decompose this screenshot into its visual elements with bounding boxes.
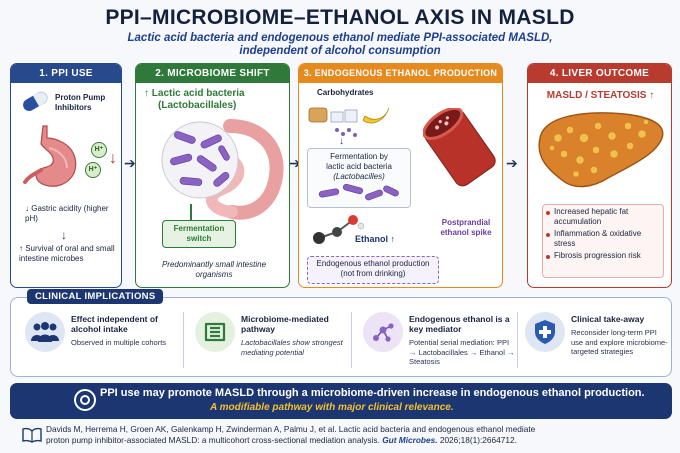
masld-outcome-label: MASLD / STEATOSIS ↑ xyxy=(546,90,655,101)
target-icon-inner xyxy=(80,395,90,405)
implication-item-4: Clinical take-away Reconsider long-term … xyxy=(525,312,671,372)
panel-endogenous-ethanol: 3. ENDOGENOUS ETHANOL PRODUCTION Carbohy… xyxy=(298,63,503,288)
bacteria-subtitle: (Lactobacillales) xyxy=(158,100,237,111)
divider xyxy=(517,312,518,368)
ferment-line-3: (Lactobacilles) xyxy=(333,172,385,181)
page-title: PPI–MICROBIOME–ETHANOL AXIS IN MASLD xyxy=(105,6,575,29)
implication-item-2: Microbiome-mediated pathway Lactobacilla… xyxy=(195,312,345,372)
ethanol-label: Ethanol ↑ xyxy=(355,234,395,244)
bullet-icon xyxy=(546,233,550,237)
citation-journal: Gut Microbes. xyxy=(382,435,438,445)
subtitle-line-1: Lactic acid bacteria and endogenous etha… xyxy=(127,32,553,44)
citation: Davids M, Herrema H, Groen AK, Galenkamp… xyxy=(46,424,666,446)
panel-ppi-use: 1. PPI USE Proton Pump Inhibitors H⁺ H⁺ … xyxy=(10,63,122,288)
panel-heading: 1. PPI USE xyxy=(11,64,121,83)
banner-main-text: PPI use may promote MASLD through a micr… xyxy=(100,387,645,399)
liver-outcome-list xyxy=(542,204,664,278)
fermentation-switch-label: Fermentation switch xyxy=(173,224,225,243)
divider xyxy=(351,312,352,368)
proton-badge: H⁺ xyxy=(91,142,107,158)
divider xyxy=(183,312,184,368)
flow-arrow-1: ➔ xyxy=(124,155,136,171)
blood-vessel-icon xyxy=(423,108,496,187)
flow-arrow-2: ➔ xyxy=(289,155,301,171)
bacteria-title: ↑ Lactic acid bacteria xyxy=(144,88,245,99)
people-icon xyxy=(25,312,65,352)
liver-bullet-1: Increased hepatic fat accumulation xyxy=(554,207,629,226)
intestine-illustration xyxy=(161,119,284,220)
ferment-line-2: lactic acid bacteria xyxy=(326,162,392,171)
implication-title: Endogenous ethanol is a key mediator xyxy=(409,314,510,334)
small-intestine-note: Predominantly small intestine organisms xyxy=(161,260,267,279)
lactobacilli-icon xyxy=(318,184,399,201)
citation-line-1: Davids M, Herrema H, Groen AK, Galenkamp… xyxy=(46,424,536,434)
implication-body: Potential serial mediation: PPI → Lactob… xyxy=(409,338,515,366)
ethanol-spike-label: Postprandial ethanol spike xyxy=(440,218,492,237)
bullet-icon xyxy=(546,211,550,215)
carbohydrate-foods-icon xyxy=(308,107,390,137)
implication-title: Clinical take-away xyxy=(571,314,645,324)
capsule-icon xyxy=(23,91,48,111)
flow-arrow-3: ➔ xyxy=(506,155,518,171)
book-icon xyxy=(22,427,42,443)
shield-cross-icon xyxy=(525,312,565,352)
citation-ref: 2026;18(1):2664712. xyxy=(439,435,517,445)
bullet-icon xyxy=(546,255,550,259)
implication-item-3: Endogenous ethanol is a key mediator Pot… xyxy=(363,312,514,372)
intestine-icon xyxy=(195,312,235,352)
fatty-liver-illustration xyxy=(538,112,664,188)
microbe-survival-text: ↑ Survival of oral and small intestine m… xyxy=(19,244,115,263)
implication-body: Reconsider long-term PPI use and explore… xyxy=(571,328,668,356)
endogenous-box xyxy=(307,256,439,284)
implications-heading: CLINICAL IMPLICATIONS xyxy=(27,289,164,304)
fermentation-box xyxy=(307,148,411,208)
stomach-icon xyxy=(23,125,77,187)
implication-title: Microbiome-mediated pathway xyxy=(241,314,329,334)
fermentation-switch-box xyxy=(162,220,236,248)
liver-bullet-3: Fibrosis progression risk xyxy=(554,251,641,260)
proton-badge-2: H⁺ xyxy=(85,162,101,178)
implication-body: Lactobacillales show strongest mediating… xyxy=(241,338,343,357)
ferment-flow-arrow-icon: ↓ xyxy=(339,136,344,147)
implication-body: Observed in multiple cohorts xyxy=(71,338,167,347)
target-icon xyxy=(74,389,96,411)
liver-bullet-2: Inflammation & oxidative stress xyxy=(554,229,642,248)
key-message-banner: PPI use may promote MASLD through a micr… xyxy=(10,383,672,419)
clinical-implications: CLINICAL IMPLICATIONS Effect independent… xyxy=(10,289,672,377)
panel-heading: 2. MICROBIOME SHIFT xyxy=(136,64,289,83)
ppi-label: Proton Pump Inhibitors xyxy=(55,93,106,112)
page-subtitle: Lactic acid bacteria and endogenous etha… xyxy=(0,32,680,58)
panel-liver-outcome: 4. LIVER OUTCOME MASLD / STEATOSIS ↑ Inc… xyxy=(527,63,672,288)
molecule-icon xyxy=(363,312,403,352)
subtitle-line-2: independent of alcohol consumption xyxy=(239,45,441,57)
ethanol-molecule-icon xyxy=(313,215,365,244)
endogenous-label: Endogenous ethanol production (not from … xyxy=(316,259,430,278)
citation-title-end: proton pump inhibitor-associated MASLD: … xyxy=(46,435,380,445)
carbohydrates-label: Carbohydrates xyxy=(317,88,374,97)
panel-microbiome-shift: 2. MICROBIOME SHIFT ↑ Lactic acid bacter… xyxy=(135,63,290,288)
banner-sub-text: A modifiable pathway with major clinical… xyxy=(210,402,454,413)
panel-heading: 3. ENDOGENOUS ETHANOL PRODUCTION xyxy=(299,64,502,83)
arrow-down-icon: ↓ xyxy=(61,228,67,242)
ferment-line-1: Fermentation by xyxy=(330,152,388,161)
panel-heading: 4. LIVER OUTCOME xyxy=(528,64,671,83)
implication-title: Effect independent of alcohol intake xyxy=(71,314,158,334)
switch-connector-icon xyxy=(190,204,192,220)
down-arrow-icon: ↓ xyxy=(109,150,117,167)
citation-line-2: proton pump inhibitor-associated MASLD: … xyxy=(46,435,666,446)
implication-item-1: Effect independent of alcohol intake Obs… xyxy=(25,312,175,372)
gastric-acidity-text: ↓ Gastric acidity (higher pH) xyxy=(25,204,109,223)
